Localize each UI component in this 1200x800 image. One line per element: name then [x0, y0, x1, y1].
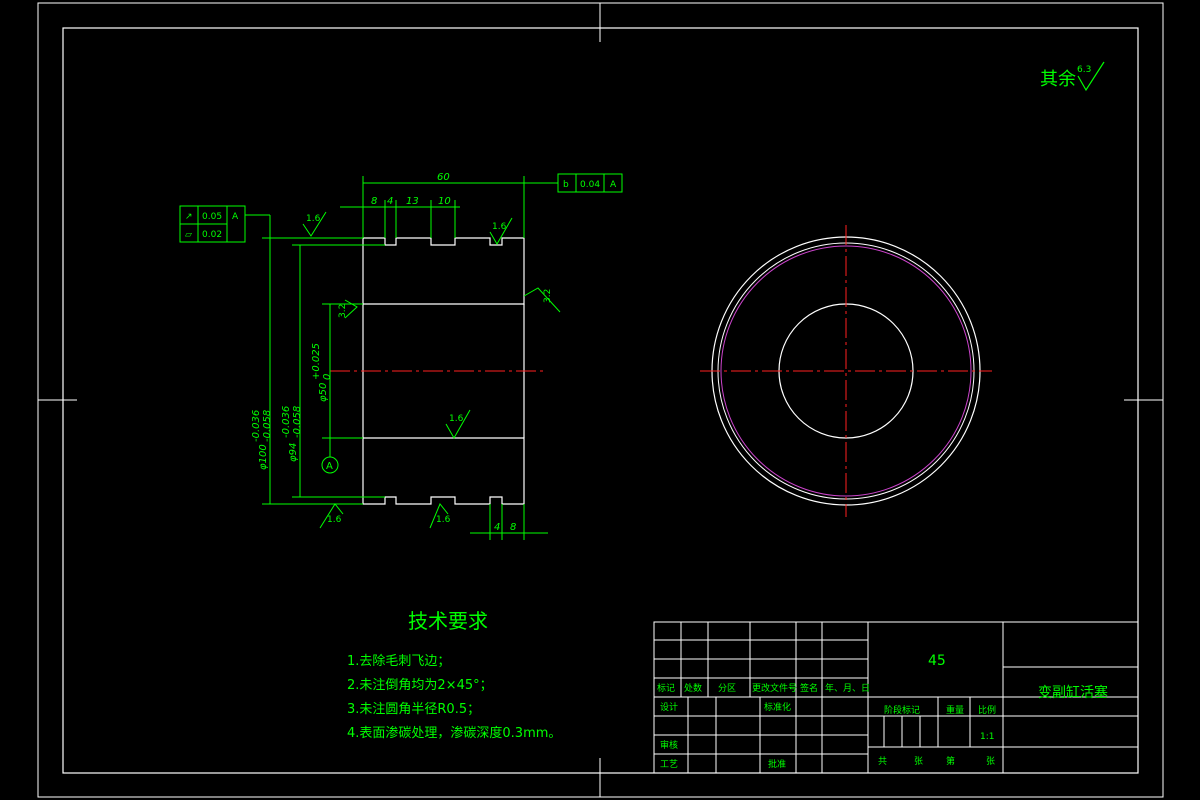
- datum-a-label: A: [326, 461, 333, 472]
- svg-text:-0.036: -0.036: [281, 406, 292, 438]
- process-label: 工艺: [660, 759, 678, 770]
- surface-finish-note: 其余 6.3: [1040, 61, 1105, 92]
- dim-dia-groove: φ94: [288, 443, 299, 462]
- svg-text:0.05: 0.05: [202, 212, 222, 222]
- svg-text:共: 共: [878, 756, 887, 767]
- dim-d2: 4: [387, 196, 393, 207]
- surface-finish-label: 其余: [1040, 69, 1076, 90]
- svg-text:-0.058: -0.058: [262, 410, 273, 442]
- roughness-bore-left: 3.2: [338, 299, 358, 319]
- svg-text:A: A: [610, 180, 617, 190]
- standard-label: 标准化: [764, 701, 791, 713]
- dim-dia-outer: φ100: [258, 444, 269, 470]
- technical-requirements: 技术要求 1.去除毛刺飞边； 2.未注倒角均为2×45°； 3.未注圆角半径R0…: [347, 609, 561, 741]
- end-view: [700, 225, 992, 517]
- svg-text:年、月、日: 年、月、日: [825, 682, 870, 694]
- scale-value: 1:1: [980, 732, 994, 742]
- approve-label: 批准: [768, 758, 786, 770]
- roughness-bottom-left: 1.6: [319, 503, 344, 529]
- svg-text:处数: 处数: [684, 682, 702, 694]
- svg-text:3.2: 3.2: [543, 289, 553, 303]
- dim-d1: 8: [371, 196, 377, 207]
- svg-text:1.6: 1.6: [306, 214, 321, 224]
- tolerance-frame-right: b 0.04 A: [524, 173, 623, 193]
- svg-text:-0.058: -0.058: [292, 406, 303, 438]
- svg-text:更改文件号: 更改文件号: [752, 682, 797, 694]
- flatness-icon: ▱: [185, 230, 192, 240]
- roughness-bottom-mid: 1.6: [429, 503, 451, 529]
- surface-finish-value: 6.3: [1077, 65, 1091, 75]
- svg-text:A: A: [232, 212, 239, 222]
- svg-text:b: b: [563, 180, 569, 190]
- svg-text:张: 张: [914, 756, 923, 767]
- svg-text:-0.036: -0.036: [251, 410, 262, 442]
- part-name: 变副缸活塞: [1038, 684, 1108, 701]
- title-block: 标记 处数 分区 更改文件号 签名 年、月、日 设计 标准化 审核 工艺 批准 …: [653, 621, 1139, 774]
- roughness-symbol-icon: [1077, 61, 1105, 92]
- svg-text:1.6: 1.6: [327, 515, 342, 525]
- chamfer-circle: [720, 245, 972, 497]
- dim-d4: 10: [438, 196, 451, 207]
- svg-text:0.04: 0.04: [580, 180, 600, 190]
- svg-text:分区: 分区: [718, 683, 736, 694]
- material-value: 45: [928, 653, 946, 669]
- svg-text:张: 张: [986, 756, 995, 767]
- svg-text:标记: 标记: [657, 682, 675, 694]
- dim-d3: 13: [406, 196, 419, 207]
- drawing-frame: [37, 2, 1164, 798]
- svg-text:1.6: 1.6: [492, 222, 507, 232]
- review-label: 审核: [660, 739, 678, 751]
- svg-text:+0.025: +0.025: [311, 343, 322, 380]
- svg-text:第: 第: [946, 755, 955, 767]
- weight-label: 重量: [946, 704, 964, 716]
- dim-length-total: 60: [437, 172, 450, 183]
- outer-circle: [711, 236, 981, 506]
- svg-text:3.2: 3.2: [338, 304, 348, 318]
- runout-icon: ↗: [185, 212, 193, 222]
- svg-text:1.6: 1.6: [449, 414, 464, 424]
- dim-bottom-right: 8: [510, 522, 516, 533]
- section-view: 60 8 4 13 10 4 8 φ100 -0.036 -0.058 φ94 …: [179, 172, 623, 540]
- tolerance-frame-left: ↗ 0.05 A ▱ 0.02: [179, 205, 271, 243]
- section-lower-wall: [362, 437, 525, 505]
- requirements-title: 技术要求: [408, 609, 488, 633]
- requirement-4: 4.表面渗碳处理，渗碳深度0.3mm。: [347, 725, 561, 741]
- roughness-middle: 1.6: [445, 409, 471, 440]
- dim-dia-bore: φ50: [318, 383, 329, 402]
- section-upper-wall: [362, 237, 525, 305]
- design-label: 设计: [660, 701, 678, 713]
- dim-bottom-groove: 4: [494, 522, 500, 533]
- svg-text:1.6: 1.6: [436, 515, 451, 525]
- scale-label: 比例: [978, 704, 996, 716]
- svg-text:0.02: 0.02: [202, 230, 222, 240]
- stage-label: 阶段标记: [884, 704, 920, 716]
- roughness-right-face: 3.2: [523, 287, 561, 313]
- requirement-1: 1.去除毛刺飞边；: [347, 654, 450, 669]
- svg-text:签名: 签名: [800, 682, 818, 694]
- requirement-3: 3.未注圆角半径R0.5；: [347, 702, 480, 717]
- svg-text:0: 0: [322, 374, 333, 380]
- requirement-2: 2.未注倒角均为2×45°；: [347, 678, 493, 693]
- roughness-top-right: 1.6: [489, 217, 513, 245]
- roughness-top-left: 1.6: [302, 211, 327, 237]
